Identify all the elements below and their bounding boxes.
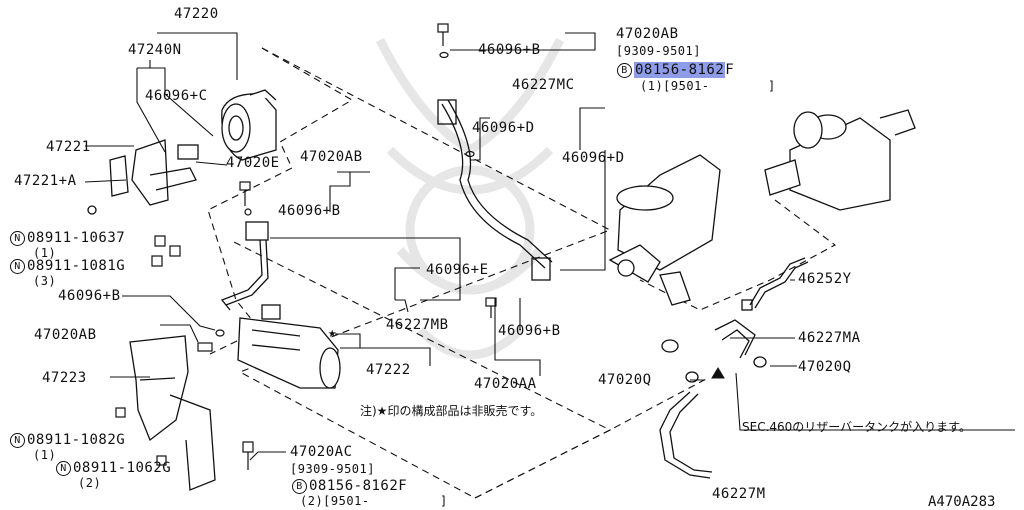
label-46227M[interactable]: 46227M [712,486,766,502]
qty-b2: (1)[9501- [640,79,710,93]
label-47020E[interactable]: 47020E [226,155,280,171]
label-47221[interactable]: 47221 [46,139,91,155]
pump-47222[interactable] [237,304,341,389]
label-47240N[interactable]: 47240N [128,42,182,58]
qty-n2: (3) [33,274,57,288]
part-number: 08156-8162F [309,478,408,494]
b-mark-icon: B [617,63,632,78]
label-46096B-left[interactable]: 46096+B [58,288,121,304]
bracket-47221[interactable] [87,139,199,215]
label-47220[interactable]: 47220 [174,6,219,22]
n-mark-icon: N [10,231,25,246]
sec-arrow [711,367,725,379]
label-47020AA[interactable]: 47020AA [474,376,537,392]
non-sale-note: 注)★印の構成部品は非販売です。 [360,404,543,418]
label-47020Q-right[interactable]: 47020Q [798,359,852,375]
qty-b1: (2)[9501- [300,494,370,508]
label-47223[interactable]: 47223 [42,370,87,386]
label-47020Q-left[interactable]: 47020Q [598,372,652,388]
qty-n3: (1) [33,448,57,462]
leaders [84,32,1015,461]
date-47020AC: [9309-9501] [290,462,375,476]
part-number: 08911-1082G [27,432,126,448]
qty-n4: (2) [78,476,102,490]
label-46096E[interactable]: 46096+E [426,262,489,278]
label-47222[interactable]: 47222 [366,362,411,378]
label-46252Y[interactable]: 46252Y [798,271,852,287]
label-46096B-top[interactable]: 46096+B [478,42,541,58]
bolts[interactable] [115,23,497,470]
label-47020AC[interactable]: 47020AC [290,444,353,460]
hose-46227MA[interactable] [661,319,767,383]
label-46096B-mid[interactable]: 46096+B [278,203,341,219]
qty-n1: (1) [33,246,57,260]
label-46227MA[interactable]: 46227MA [798,330,861,346]
n-mark-icon: N [56,461,71,476]
sec-460-note[interactable]: SEC.460のリザーバータンクが入ります。 [742,420,971,434]
b-mark-icon: B [292,479,307,494]
part-number-tail: F [725,62,735,78]
label-46227MB[interactable]: 46227MB [386,317,449,333]
hose-46227MB[interactable] [220,221,269,311]
star-mark: ★ [328,325,337,341]
label-47020AB-left[interactable]: 47020AB [34,327,97,343]
dashed-frame-right [639,199,837,311]
label-47020AB-mid[interactable]: 47020AB [300,149,363,165]
hose-46227MC[interactable] [437,99,553,281]
label-46227MC[interactable]: 46227MC [512,77,575,93]
diagram-code: A470A283 [928,494,996,510]
label-47020AB-top[interactable]: 47020AB [616,26,679,42]
brake-booster[interactable] [764,109,916,211]
dashed-frame-main [229,47,612,499]
part-number: 08911-1062G [73,460,172,476]
n-mark-icon: N [10,433,25,448]
bracket-47223[interactable] [129,335,216,491]
label-47221A[interactable]: 47221+A [14,173,77,189]
dashed-frame-bottom [474,377,709,499]
qty-b2-close: ] [768,79,776,93]
part-number: 08911-10637 [27,230,126,246]
pump-47220[interactable] [221,89,277,161]
label-46096D-left[interactable]: 46096+D [472,120,535,136]
master-cylinder[interactable] [608,154,721,306]
part-number: 08911-1081G [27,258,126,274]
date-47020AB-top: [9309-9501] [616,44,701,58]
watermark-emblem [375,37,565,360]
pipe-46252Y[interactable] [741,257,809,311]
hose-46227M[interactable] [659,391,713,479]
label-46096D-right[interactable]: 46096+D [562,150,625,166]
n-mark-icon: N [10,259,25,274]
highlighted-part-number: 08156-8162 [634,62,726,78]
label-46096C[interactable]: 46096+C [145,88,208,104]
qty-b1-close: ] [440,494,448,508]
label-46096B-center[interactable]: 46096+B [498,323,561,339]
